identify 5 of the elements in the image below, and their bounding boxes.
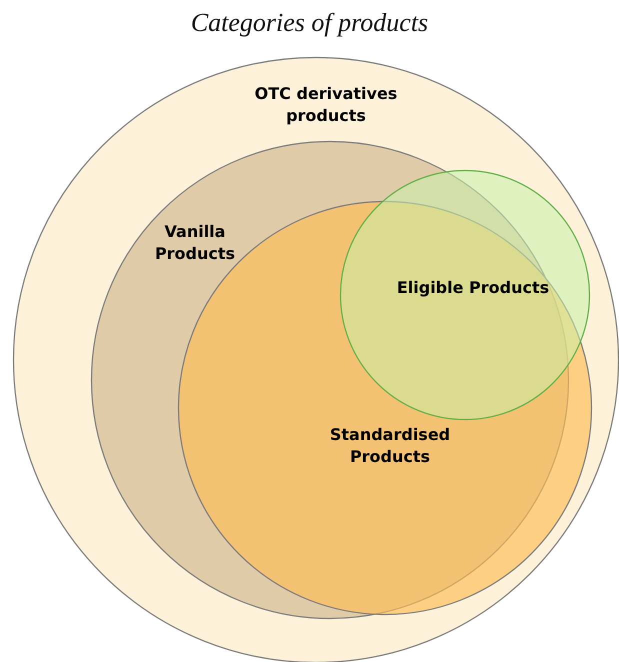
set-label: Standardised Products xyxy=(328,424,452,468)
set-label: Vanilla Products xyxy=(154,221,236,265)
diagram-title: Categories of products xyxy=(190,8,430,38)
set-label: OTC derivatives products xyxy=(254,83,398,127)
set-label: Eligible Products xyxy=(396,277,550,299)
